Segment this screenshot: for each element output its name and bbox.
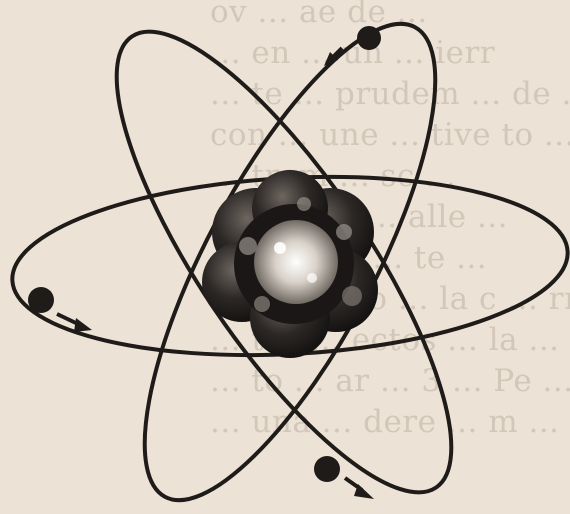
electron-bottom-icon [314,456,340,482]
arrow-bottom-icon [345,478,374,499]
electron-left-icon [28,287,54,313]
electron-top-icon [357,26,381,50]
